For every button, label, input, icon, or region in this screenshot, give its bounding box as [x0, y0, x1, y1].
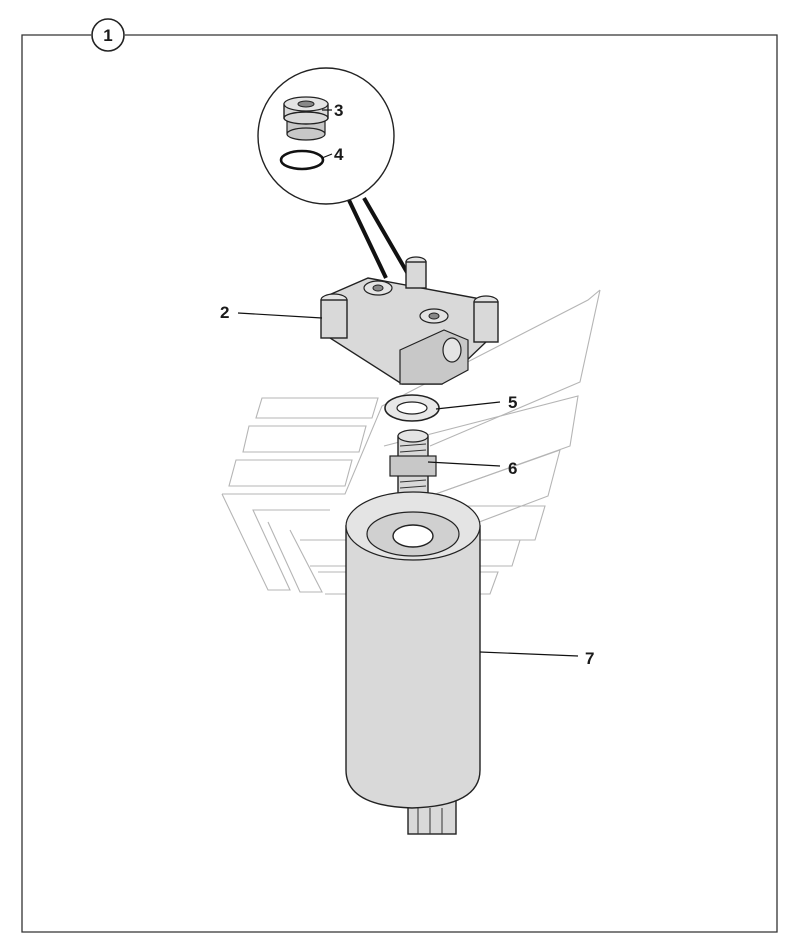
part-4-o-ring [279, 149, 325, 171]
part-7-filter-cartridge [345, 491, 481, 835]
callout-4: 4 [334, 145, 344, 164]
part-5-gasket [384, 394, 440, 422]
assembly-callout: 1 [91, 18, 125, 52]
leader-lines [237, 109, 579, 657]
callout-5: 5 [508, 393, 517, 412]
part-6-nipple [389, 429, 437, 499]
frame-border [21, 34, 778, 933]
watermark-logo [221, 289, 601, 595]
assembly-callout-label: 1 [103, 26, 112, 45]
part-3-plug [283, 96, 329, 141]
callout-7: 7 [585, 649, 594, 668]
callout-3: 3 [334, 101, 343, 120]
callout-6: 6 [508, 459, 517, 478]
callout-2: 2 [220, 303, 229, 322]
part-2-filter-head [320, 256, 499, 385]
